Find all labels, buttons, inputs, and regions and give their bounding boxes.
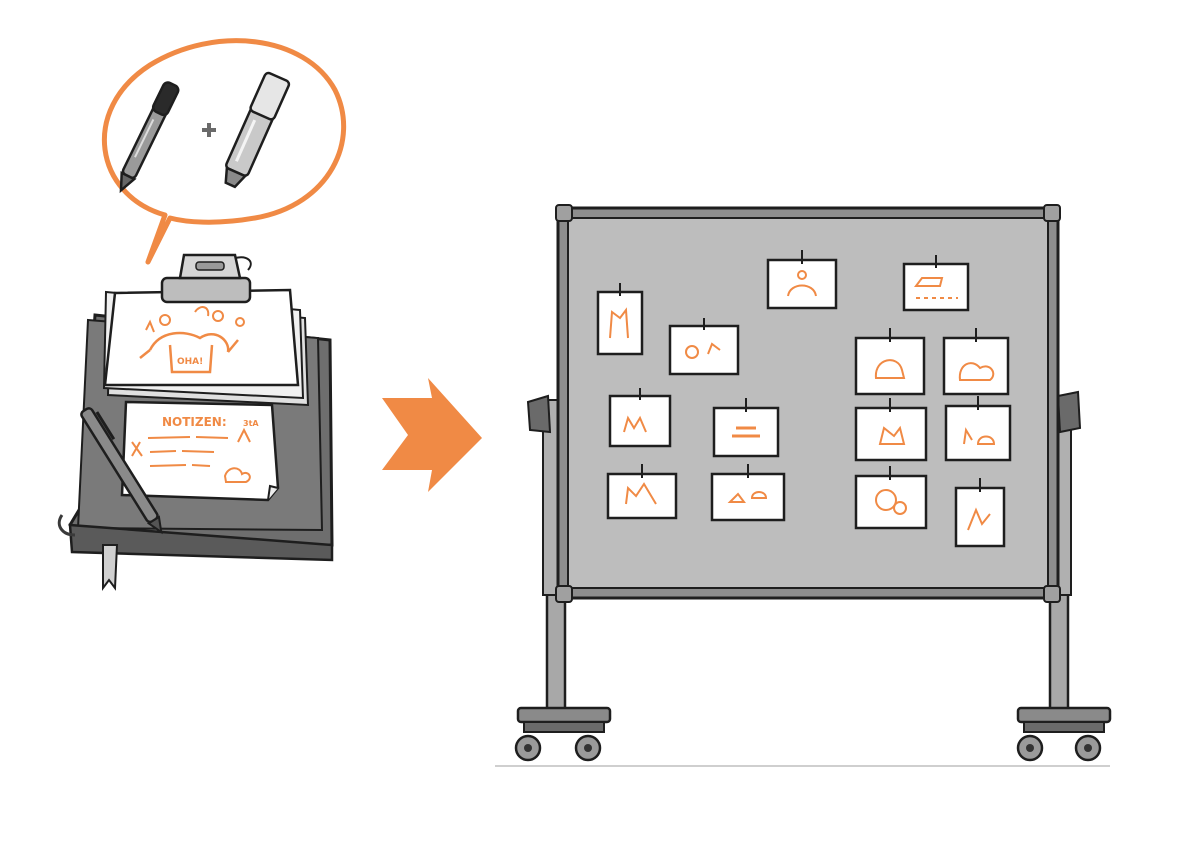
arrow-right-icon xyxy=(382,378,482,492)
pen-on-notebook xyxy=(80,407,163,535)
board-card xyxy=(902,255,970,312)
board-card xyxy=(712,398,780,458)
board-card xyxy=(596,283,644,356)
notes-corner-mark: 3tA xyxy=(243,419,259,428)
board-card xyxy=(954,478,1006,548)
board-card xyxy=(854,466,928,530)
board-card xyxy=(608,388,672,448)
notes-heading: NOTIZEN: xyxy=(162,415,227,429)
board-card xyxy=(854,398,928,462)
clipboard-clip xyxy=(160,253,252,304)
plus-icon xyxy=(202,123,216,137)
speech-bubble xyxy=(101,38,346,265)
marker-icon xyxy=(224,71,291,189)
board-card xyxy=(606,464,678,520)
board-card xyxy=(942,328,1010,396)
sketch-text: OHA! xyxy=(177,357,203,367)
board-card xyxy=(944,396,1012,462)
board-card xyxy=(710,464,786,522)
notes-page: NOTIZEN: 3tA xyxy=(120,400,280,502)
board-card xyxy=(668,318,740,376)
board-card xyxy=(854,328,926,396)
sketch-sheet: OHA! xyxy=(139,306,245,374)
pinboard-stand xyxy=(495,390,1112,767)
pen-icon xyxy=(119,81,180,194)
pinboard xyxy=(555,204,1061,603)
paper-stack xyxy=(102,288,310,407)
board-card xyxy=(766,250,838,310)
